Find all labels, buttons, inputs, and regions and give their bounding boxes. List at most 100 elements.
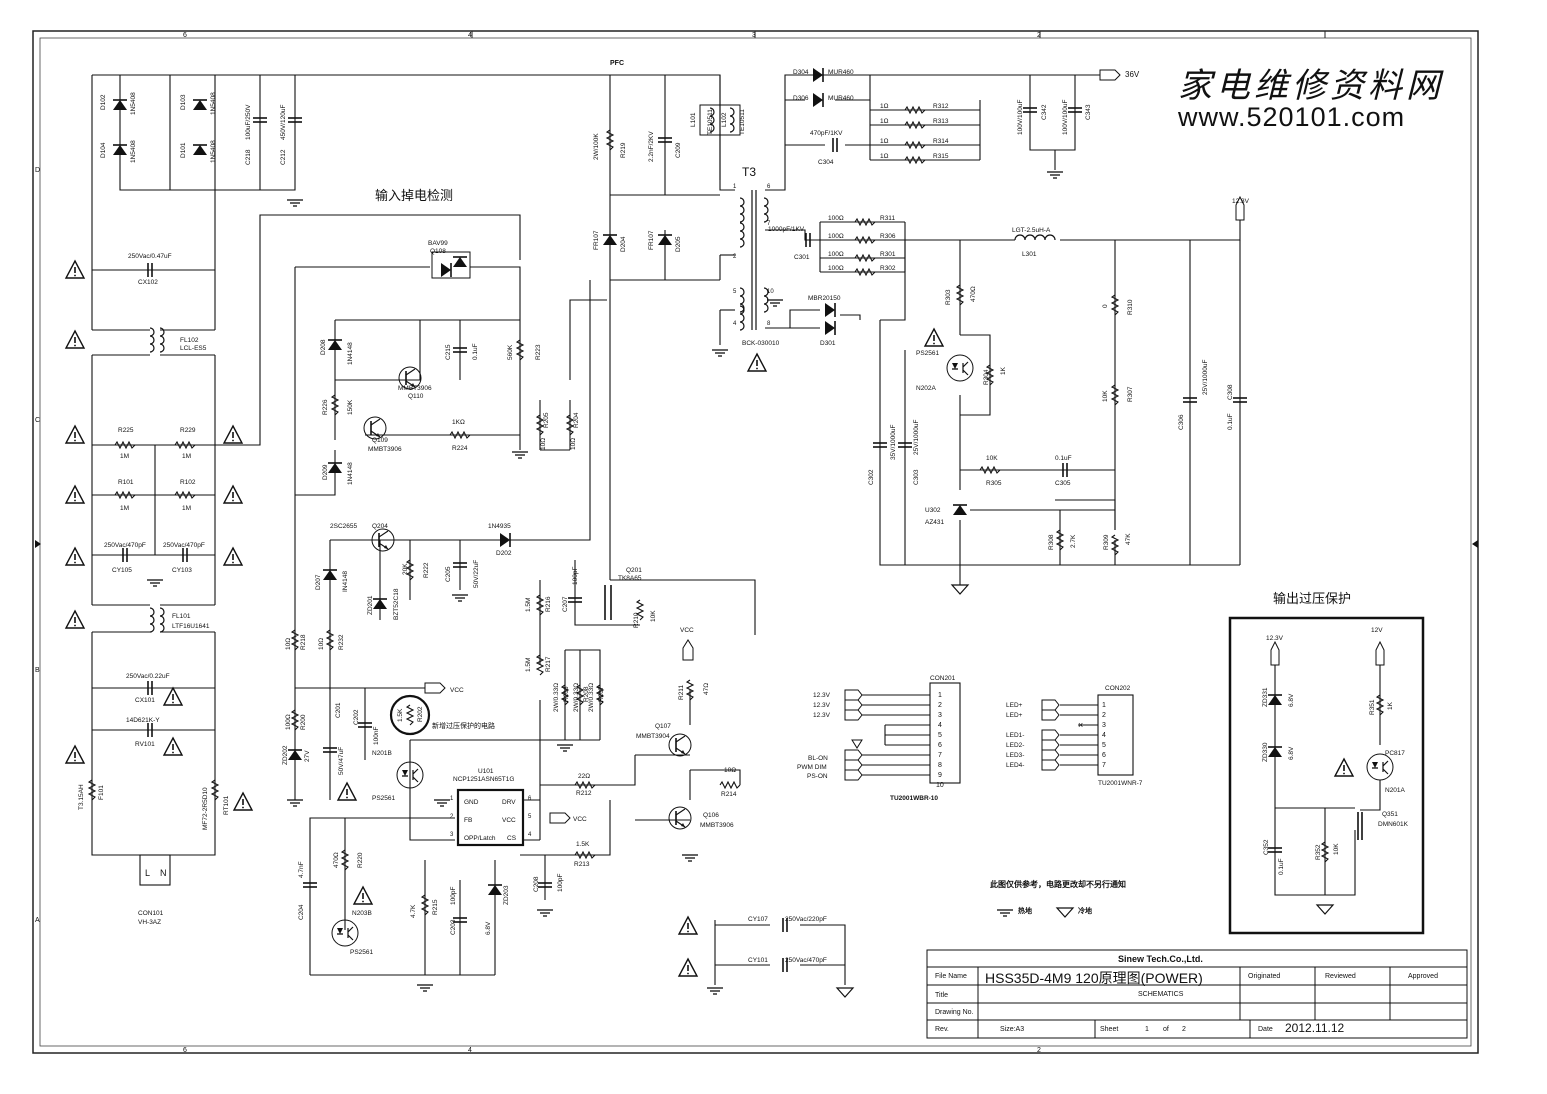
- lbl-u101v: NCP1251ASN65T1G: [453, 776, 514, 783]
- lbl-n202a: N202A: [916, 385, 937, 392]
- tb-rev-label: Rev.: [935, 1026, 949, 1033]
- lbl-r207: R207: [598, 686, 605, 702]
- con201-ps-on: PS-ON: [807, 773, 828, 780]
- grid-bottom-6: 6: [183, 1047, 187, 1054]
- lbl-ps2561b: PS2561: [372, 795, 396, 802]
- pin-4: 4: [528, 832, 532, 838]
- lbl-c304: C304: [818, 159, 834, 166]
- component-glyphs: ×: [88, 67, 1248, 998]
- con201-net-2: 12.3V: [813, 702, 831, 709]
- lbl-d102: D102: [100, 94, 107, 110]
- lbl-r102v: 1M: [182, 505, 191, 512]
- lbl-r224: R224: [452, 445, 468, 452]
- lbl-r222v: 20K: [402, 563, 409, 575]
- lbl-c305v: 0.1uF: [1055, 455, 1072, 462]
- warning-icon: [223, 547, 243, 566]
- grid-left-D: D: [35, 167, 40, 174]
- pin-fb: FB: [464, 817, 472, 824]
- lbl-q107v: MMBT3904: [636, 733, 670, 740]
- lbl-q109v: MMBT3906: [368, 446, 402, 453]
- warning-icon: [65, 745, 85, 764]
- warning-icon: [65, 485, 85, 504]
- lbl-pc817: PC817: [1385, 750, 1405, 757]
- warning-icon: [163, 687, 183, 706]
- lbl-c305: C305: [1055, 480, 1071, 487]
- lbl-r301v: 100Ω: [828, 251, 844, 258]
- lbl-d207: D207: [315, 574, 322, 590]
- pin-drv: DRV: [502, 799, 516, 806]
- lbl-q204: Q204: [372, 523, 388, 530]
- lbl-r215: R215: [432, 899, 439, 915]
- con201-pin: 2: [938, 702, 942, 709]
- lbl-r313v: 1Ω: [880, 118, 889, 125]
- con202-net-6: LED4-: [1006, 762, 1024, 769]
- lbl-d103v: 1N5408: [210, 92, 217, 115]
- lbl-d209v: 1N4148: [347, 462, 354, 485]
- lbl-r208: R208: [583, 686, 590, 702]
- con201-pin: 4: [938, 722, 942, 729]
- lbl-c203: C203: [450, 919, 457, 935]
- lbl-c343: C343: [1085, 104, 1092, 120]
- lbl-r101v: 1M: [120, 505, 129, 512]
- lbl-r304v: 1K: [1000, 366, 1007, 375]
- lbl-zd202v: 27V: [304, 750, 311, 762]
- lbl-r211: R211: [678, 685, 685, 700]
- lbl-d202: D202: [496, 550, 512, 557]
- lbl-c205v: 50V/22uF: [473, 560, 480, 588]
- lbl-cy103: CY103: [172, 567, 192, 574]
- lbl-rv101v: 14D621K-Y: [126, 717, 160, 724]
- grid-bottom-2: 2: [1037, 1047, 1041, 1054]
- lbl-cx102: CX102: [138, 279, 158, 286]
- lbl-r215v: 4.7K: [410, 904, 417, 918]
- lbl-bav99: BAV99: [428, 240, 448, 247]
- pin-3: 3: [450, 832, 454, 838]
- lbl-l101: L101: [690, 112, 697, 127]
- lbl-q351v: DMN601K: [1378, 821, 1409, 828]
- tb-file-name-label: File Name: [935, 973, 967, 980]
- grid-left-C: C: [35, 417, 40, 424]
- lbl-con201: CON201: [930, 675, 956, 682]
- lbl-u101: U101: [478, 768, 494, 775]
- lbl-r352: R352: [1315, 844, 1322, 860]
- tb-drawing-label: Drawing No.: [935, 1009, 974, 1016]
- warning-icons: [65, 260, 253, 811]
- lbl-r206: R206: [563, 686, 570, 702]
- lbl-c301: C301: [794, 254, 810, 261]
- lbl-q201v: TK8A65: [618, 575, 642, 582]
- grid-top: 6 4 3 2: [183, 31, 1326, 39]
- lbl-con101-n: N: [160, 868, 167, 878]
- lbl-r302: R302: [880, 265, 896, 272]
- lbl-d301v: MBR20150: [808, 295, 841, 302]
- lbl-q108: Q108: [430, 248, 446, 255]
- lbl-c209: C209: [675, 142, 682, 158]
- lbl-l102: L102: [721, 112, 728, 127]
- lbl-r225: R225: [118, 427, 134, 434]
- tb-title-label: Title: [935, 992, 948, 999]
- lbl-r313: R313: [933, 118, 949, 125]
- lbl-c218v: 100uF/250V: [245, 104, 252, 140]
- warning-icon: [65, 610, 85, 629]
- con202-net-3: LED1-: [1006, 732, 1024, 739]
- pin-6: 6: [528, 796, 532, 802]
- lbl-q110: Q110: [408, 393, 424, 400]
- lbl-c343v: 100V/100uF: [1062, 100, 1069, 135]
- grid-top-2: 2: [1037, 32, 1041, 39]
- lbl-cy105v: 250Vac/470pF: [104, 542, 146, 549]
- tb-company: Sinew Tech.Co.,Ltd.: [1118, 954, 1203, 964]
- grid-left: D C B A: [35, 167, 1478, 924]
- lbl-r305: R305: [986, 480, 1002, 487]
- lbl-zd201v: BZT52C18: [393, 588, 400, 620]
- con202-pin: 3: [1102, 722, 1106, 729]
- lbl-r220v: 470Ω: [333, 852, 340, 868]
- gnd-cold-label: 冷地: [1078, 906, 1092, 915]
- lbl-r223: R223: [535, 344, 542, 360]
- lbl-fl101: FL101: [172, 613, 191, 620]
- lbl-c207: C207: [562, 596, 569, 612]
- lbl-c212: C212: [280, 149, 287, 165]
- net-vcc: VCC: [450, 687, 464, 694]
- lbl-d304v: MUR460: [828, 69, 854, 76]
- lbl-c201v: 50V/47uF: [338, 747, 345, 775]
- tb-date-label: Date: [1258, 1026, 1273, 1033]
- lbl-r220: R220: [357, 852, 364, 868]
- warning-icon: [233, 792, 253, 811]
